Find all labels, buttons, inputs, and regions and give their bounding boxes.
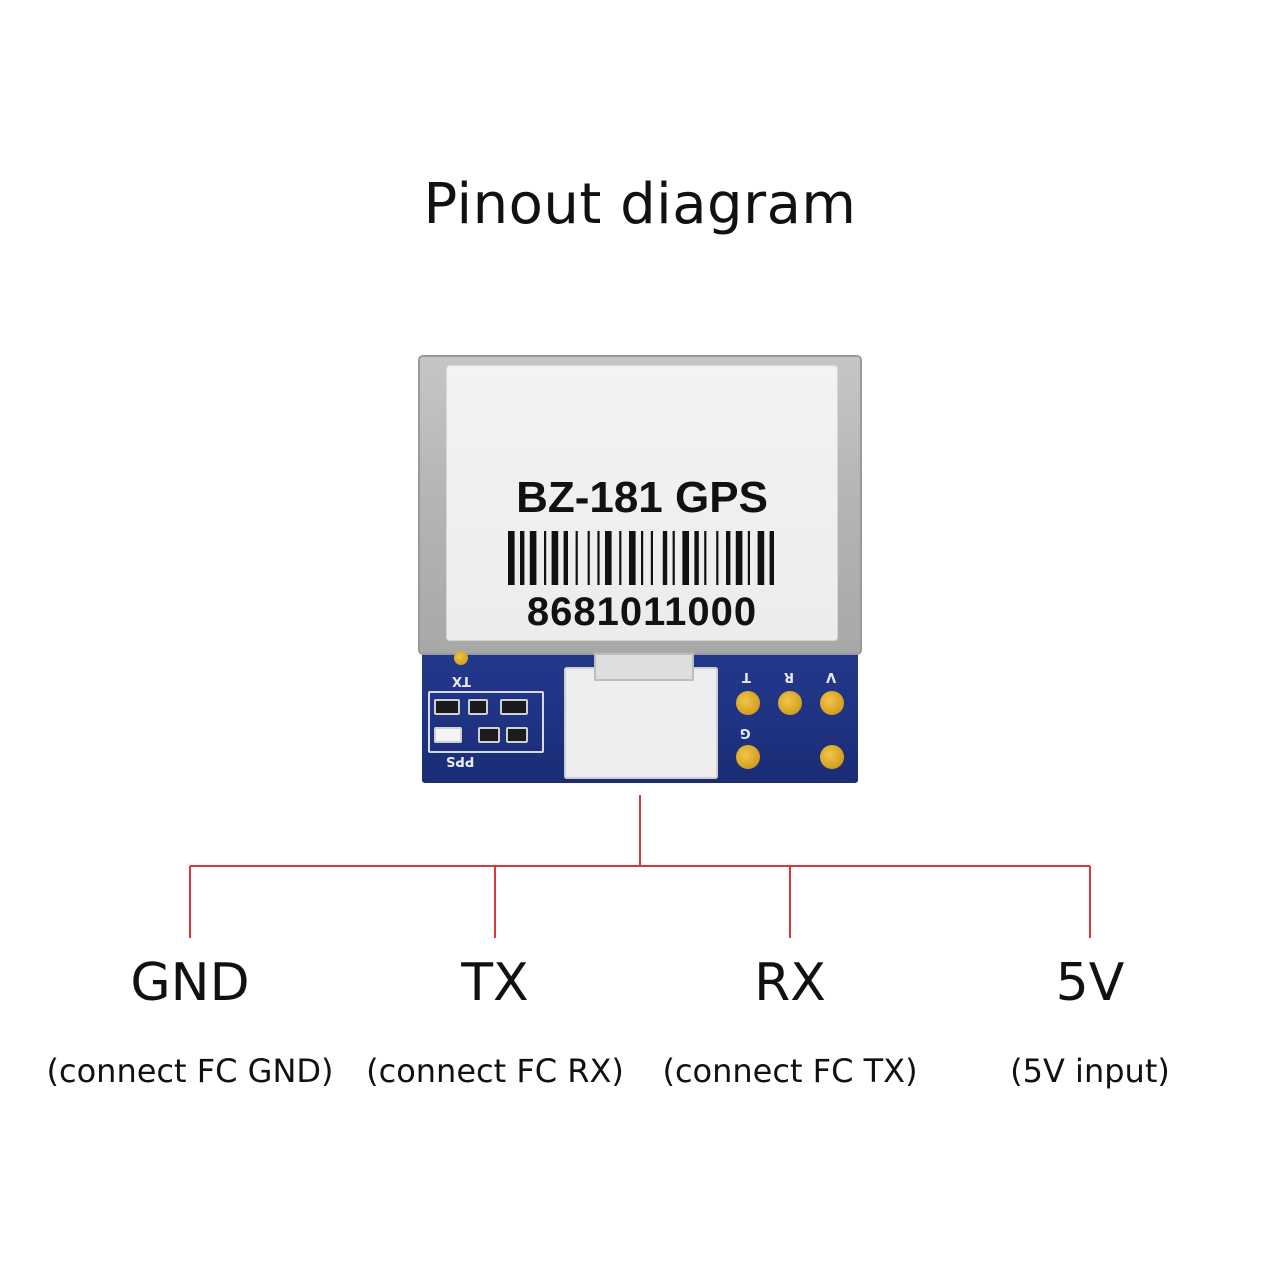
pin-desc-tx: (connect FC RX) [366, 1052, 624, 1090]
solder-pad-rx [778, 691, 802, 715]
barcode-bar [726, 531, 731, 585]
connector-latch [594, 653, 694, 681]
barcode-bar [544, 531, 547, 585]
barcode-bar [529, 531, 537, 585]
pad-label-g: G [740, 725, 751, 740]
barcode-bar [575, 531, 578, 585]
module-serial-number: 8681011000 [526, 590, 758, 634]
metal-shield: BZ-181 GPS 8681011000 [418, 355, 862, 655]
barcode-bar [605, 531, 612, 585]
barcode-bar [508, 531, 515, 585]
solder-pad-gnd [736, 745, 760, 769]
cable-connector [564, 653, 718, 779]
solder-pad-spare [820, 745, 844, 769]
barcode-bar [769, 531, 774, 585]
silkscreen-tx-label: TX [452, 673, 471, 688]
barcode-bar [662, 531, 668, 585]
pad-label-t: T [742, 669, 751, 684]
barcode-bar [735, 531, 743, 585]
barcode-bar [563, 531, 568, 585]
pin-desc-5v: (5V input) [1010, 1052, 1170, 1090]
pin-desc-gnd: (connect FC GND) [46, 1052, 334, 1090]
pad-label-r: R [784, 669, 795, 684]
pin-desc-rx: (connect FC TX) [662, 1052, 918, 1090]
solder-pad-tx [736, 691, 760, 715]
barcode-bar [641, 531, 644, 585]
pin-name-rx: RX [754, 953, 826, 1013]
silkscreen-outline [428, 691, 544, 753]
smd-component [500, 699, 528, 715]
pin-name-5v: 5V [1055, 953, 1125, 1013]
smd-component [506, 727, 528, 743]
barcode-bar [757, 531, 765, 585]
barcode-bar [629, 531, 636, 585]
barcode-bar [747, 531, 750, 585]
barcode [508, 531, 774, 585]
pad-label-v: V [826, 669, 837, 684]
antenna-feed-pad [454, 651, 468, 665]
pin-name-gnd: GND [130, 953, 250, 1013]
gps-module: BZ-181 GPS 8681011000 TX PPS T R V G [418, 355, 862, 783]
barcode-bar [520, 531, 525, 585]
barcode-bar [694, 531, 699, 585]
barcode-bar [704, 531, 707, 585]
pin-name-tx: TX [461, 953, 529, 1013]
barcode-bar [672, 531, 675, 585]
silkscreen-pps-label: PPS [446, 753, 475, 768]
led-component [434, 727, 462, 743]
barcode-bar [716, 531, 719, 585]
barcode-bar [619, 531, 622, 585]
barcode-bar [650, 531, 653, 585]
module-model-label: BZ-181 GPS [516, 473, 768, 522]
smd-component [468, 699, 488, 715]
smd-component [478, 727, 500, 743]
barcode-bar [682, 531, 689, 585]
page-title: Pinout diagram [423, 172, 857, 237]
barcode-bar [587, 531, 590, 585]
barcode-bar [597, 531, 600, 585]
barcode-bar [551, 531, 559, 585]
solder-pad-5v [820, 691, 844, 715]
shield-label: BZ-181 GPS 8681011000 [446, 365, 838, 641]
smd-component [434, 699, 460, 715]
